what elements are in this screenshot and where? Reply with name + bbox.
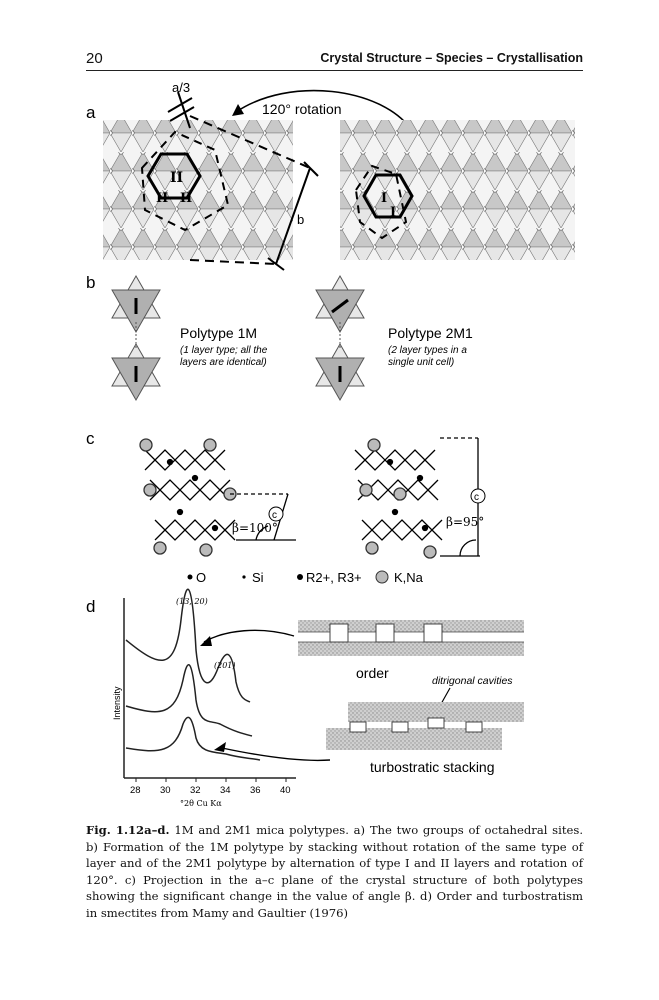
x-tick-28: 28 bbox=[130, 785, 141, 796]
b-axis-line bbox=[275, 167, 311, 265]
caption-text: 1M and 2M1 mica polytypes. a) The two gr… bbox=[86, 823, 583, 920]
panel-a-a3-marks bbox=[167, 91, 195, 129]
svg-text:II: II bbox=[180, 191, 192, 206]
polytype-1m-note-1: (1 layer type; all the bbox=[180, 345, 268, 356]
polytype-2m1-note-2: single unit cell) bbox=[388, 357, 454, 368]
peak-label-13-20: (13, 20) bbox=[176, 597, 208, 606]
xrd-ticks bbox=[135, 778, 287, 782]
x-tick-40: 40 bbox=[280, 785, 291, 796]
x-axis-label: °2θ Cu Kα bbox=[180, 799, 222, 808]
order-diagram bbox=[298, 620, 524, 656]
x-tick-32: 32 bbox=[190, 785, 201, 796]
polytype-1m-stars bbox=[111, 274, 161, 402]
page-number: 20 bbox=[86, 50, 103, 67]
polytype-2m1-note-1: (2 layer types in a bbox=[388, 345, 467, 356]
caption-figure-label: Fig. 1.12a–d. bbox=[86, 823, 170, 837]
x-tick-30: 30 bbox=[160, 785, 171, 796]
figure-svg: a II II II a/3 b 120° rotation I I b bbox=[86, 80, 575, 808]
page-header: 20 Crystal Structure – Species – Crystal… bbox=[86, 48, 583, 71]
figure-caption: Fig. 1.12a–d. 1M and 2M1 mica polytypes.… bbox=[86, 822, 583, 922]
panel-a-left-lattice: II II II bbox=[103, 120, 293, 260]
svg-text:I: I bbox=[381, 191, 387, 206]
polytype-2m1-stars bbox=[315, 274, 365, 402]
svg-text:II: II bbox=[170, 170, 183, 186]
cavities-label: ditrigonal cavities bbox=[432, 675, 513, 687]
panel-b-letter: b bbox=[86, 273, 95, 292]
b-axis-label: b bbox=[297, 212, 304, 227]
svg-text:I: I bbox=[390, 205, 396, 220]
y-axis-label: Intensity bbox=[112, 686, 122, 720]
legend-r: R2+, R3+ bbox=[306, 570, 362, 585]
turbo-arrow bbox=[221, 747, 331, 762]
panel-c-legend: O Si R2+, R3+ K,Na bbox=[187, 570, 424, 585]
c-axis-label-2m1: c bbox=[474, 492, 479, 503]
polytype-2m1-title: Polytype 2M1 bbox=[388, 325, 473, 341]
x-tick-34: 34 bbox=[220, 785, 231, 796]
legend-o: O bbox=[196, 570, 206, 585]
turbostratic-diagram bbox=[326, 702, 524, 750]
figure-1-12: a II II II a/3 b 120° rotation I I b bbox=[0, 76, 659, 816]
beta-1m-label: β=100° bbox=[232, 521, 278, 535]
x-tick-36: 36 bbox=[250, 785, 261, 796]
rotation-label: 120° rotation bbox=[262, 101, 342, 117]
order-label: order bbox=[356, 665, 389, 681]
order-arrow bbox=[203, 629, 295, 643]
rotation-arrow bbox=[235, 89, 411, 129]
peak-label-201: (201) bbox=[214, 661, 236, 670]
legend-k: K,Na bbox=[394, 570, 424, 585]
c-axis-label-1m: c bbox=[272, 510, 277, 521]
polytype-1m-note-2: layers are identical) bbox=[180, 357, 267, 368]
xrd-plot bbox=[123, 588, 296, 779]
legend-si: Si bbox=[252, 570, 264, 585]
panel-a-unit-cell-dashed bbox=[189, 115, 311, 265]
svg-text:II: II bbox=[156, 191, 168, 206]
panel-c-letter: c bbox=[86, 429, 95, 448]
running-title: Crystal Structure – Species – Crystallis… bbox=[320, 51, 583, 65]
panel-d-letter: d bbox=[86, 597, 95, 616]
panel-a-letter: a bbox=[86, 103, 96, 122]
beta-2m1-label: β=95° bbox=[446, 515, 484, 529]
polytype-1m-title: Polytype 1M bbox=[180, 325, 257, 341]
panel-c-structure-2m1 bbox=[354, 437, 480, 559]
turbostratic-label: turbostratic stacking bbox=[370, 759, 495, 775]
panel-c-structure-1m bbox=[139, 438, 296, 557]
a-third-label: a/3 bbox=[172, 80, 190, 95]
panel-a-right-lattice: I I bbox=[340, 120, 575, 260]
